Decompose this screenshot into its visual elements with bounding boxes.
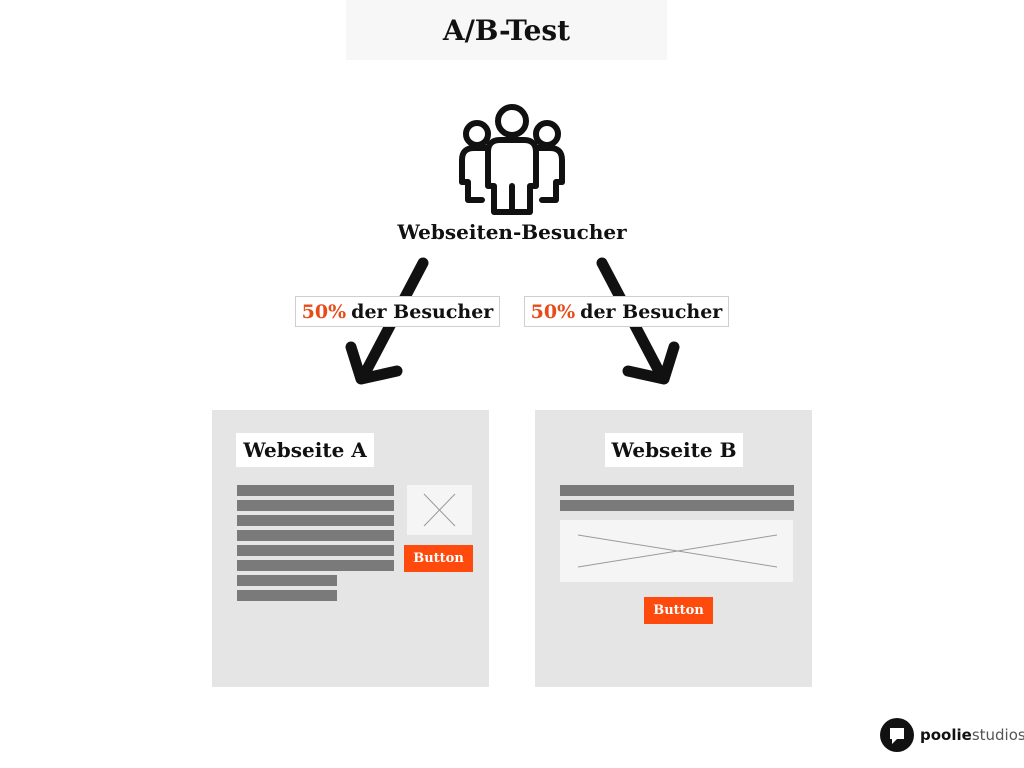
speech-bubble-logo-icon — [880, 718, 914, 752]
split-percent: 50% — [530, 300, 576, 323]
text-line — [237, 590, 337, 601]
variant-b-card: Webseite B Button — [535, 410, 812, 687]
split-text: der Besucher — [351, 300, 494, 323]
group-of-people-icon — [459, 104, 565, 215]
logo-text-part2: studios — [971, 726, 1024, 744]
text-line — [237, 575, 337, 586]
split-text: der Besucher — [580, 300, 723, 323]
title-box: A/B-Test — [346, 0, 667, 60]
visitors-label: Webseiten-Besucher — [397, 220, 627, 244]
image-placeholder-icon — [407, 485, 472, 535]
cta-button-b[interactable]: Button — [644, 597, 713, 624]
text-line — [237, 515, 394, 526]
variant-b-label: Webseite B — [605, 433, 743, 467]
text-line — [237, 530, 394, 541]
text-line — [237, 485, 394, 496]
text-line — [560, 500, 794, 511]
text-line — [237, 560, 394, 571]
variant-a-label: Webseite A — [236, 433, 374, 467]
text-line — [560, 485, 794, 496]
cta-button-a[interactable]: Button — [404, 545, 473, 572]
split-percent: 50% — [301, 300, 347, 323]
text-line — [237, 545, 394, 556]
logo-text-part1: poolie — [920, 726, 972, 744]
split-label-b: 50% der Besucher — [524, 296, 729, 327]
poolie-studios-logo: pooliestudios — [880, 717, 1024, 753]
page-title: A/B-Test — [442, 13, 571, 47]
variant-a-card: Webseite A Button — [212, 410, 489, 687]
image-placeholder-icon — [560, 520, 793, 582]
logo-wordmark: pooliestudios — [920, 726, 1024, 744]
split-label-a: 50% der Besucher — [295, 296, 500, 327]
text-line — [237, 500, 394, 511]
